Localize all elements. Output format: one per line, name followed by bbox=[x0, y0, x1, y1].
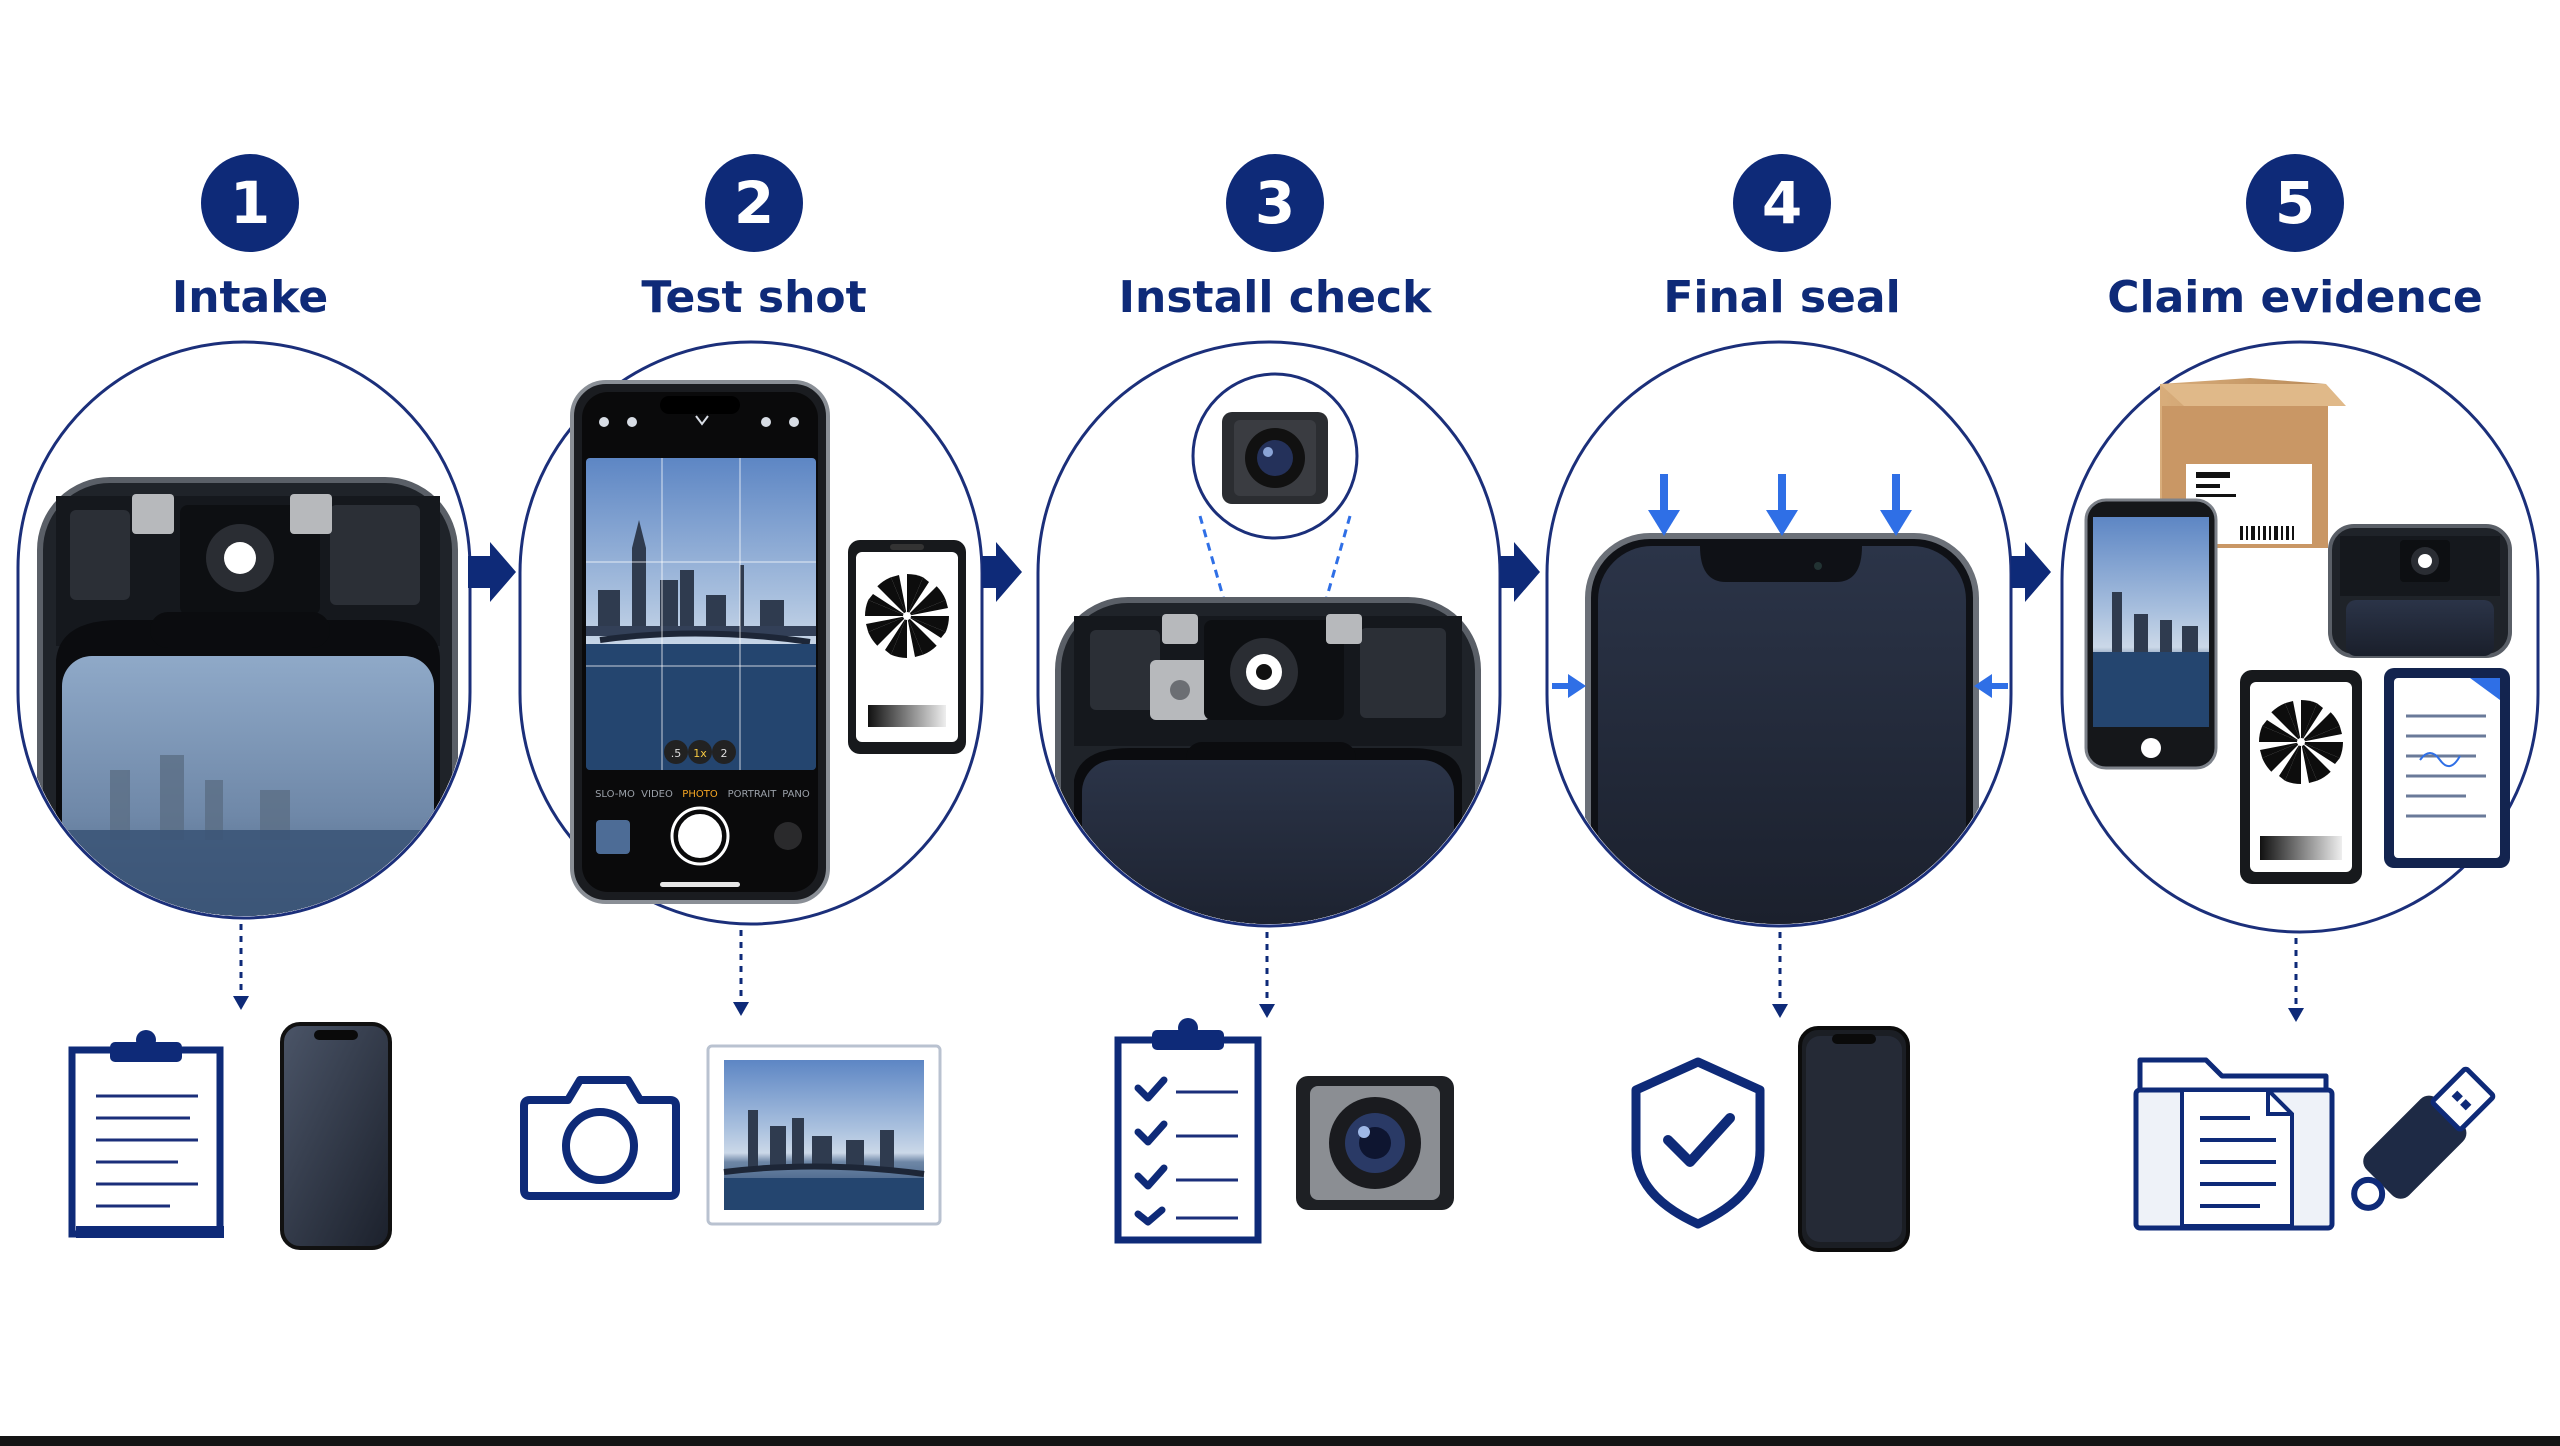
arrow-1-2 bbox=[468, 542, 516, 602]
step-3-number: 3 bbox=[1254, 169, 1296, 237]
step-4-seal bbox=[1552, 474, 2008, 924]
step-5-number: 5 bbox=[2274, 169, 2316, 237]
step-1-number: 1 bbox=[229, 169, 271, 237]
step-4-number: 4 bbox=[1761, 169, 1803, 237]
zoom-level-0: .5 bbox=[671, 747, 682, 760]
camera-mode-2: PHOTO bbox=[682, 789, 718, 800]
arrows bbox=[468, 542, 2051, 602]
camera-mode-1: VIDEO bbox=[641, 789, 673, 800]
clipboard-icon bbox=[68, 1030, 224, 1238]
step-5-title: Claim evidence bbox=[2107, 272, 2483, 323]
camera-mode-0: SLO-MO bbox=[595, 789, 635, 800]
arrow-2-3 bbox=[982, 542, 1022, 602]
step-4-title: Final seal bbox=[1663, 272, 1901, 323]
step-2-test-chart-phone bbox=[848, 540, 966, 754]
pressure-arrows bbox=[1552, 474, 2008, 698]
step-3-inspection bbox=[1055, 372, 1481, 924]
arrow-4-5 bbox=[2011, 542, 2051, 602]
zoom-level-1: 1x bbox=[693, 747, 707, 760]
camera-module-icon bbox=[1296, 1076, 1454, 1210]
step-2-title: Test shot bbox=[641, 272, 867, 323]
step-5-badge: 5 bbox=[2246, 154, 2344, 252]
arrow-3-4 bbox=[1500, 542, 1540, 602]
checklist-icon bbox=[1114, 1018, 1262, 1244]
step-4-badge: 4 bbox=[1733, 154, 1831, 252]
camera-mode-4: PANO bbox=[782, 789, 810, 800]
step-1-badge: 1 bbox=[201, 154, 299, 252]
step-1-title: Intake bbox=[171, 272, 329, 323]
step-5-evidence bbox=[2084, 378, 2512, 884]
phone-icon bbox=[280, 1022, 392, 1250]
bottom-bar bbox=[0, 1436, 2560, 1446]
shield-check-icon bbox=[1631, 1057, 1765, 1229]
zoom-level-2: 2 bbox=[721, 747, 728, 760]
step-2-number: 2 bbox=[733, 169, 775, 237]
shutter-button bbox=[674, 810, 726, 862]
step-3-title: Install check bbox=[1118, 272, 1432, 323]
phone-icon-2 bbox=[1798, 1026, 1910, 1252]
folder-document-icon bbox=[2133, 1057, 2335, 1231]
dotted-connectors bbox=[239, 924, 2298, 1008]
usb-drive-icon bbox=[2351, 1066, 2496, 1211]
step-2-badge: 2 bbox=[705, 154, 803, 252]
step-1-phone-open bbox=[37, 477, 458, 916]
camera-mode-3: PORTRAIT bbox=[728, 789, 778, 800]
step-3-badge: 3 bbox=[1226, 154, 1324, 252]
camera-icon bbox=[520, 1076, 680, 1200]
photo-icon bbox=[706, 1044, 942, 1226]
step-2-phone-camera: .5 1x 2 SLO-MO VIDEO PHOTO PORTRAIT PANO bbox=[570, 380, 830, 904]
